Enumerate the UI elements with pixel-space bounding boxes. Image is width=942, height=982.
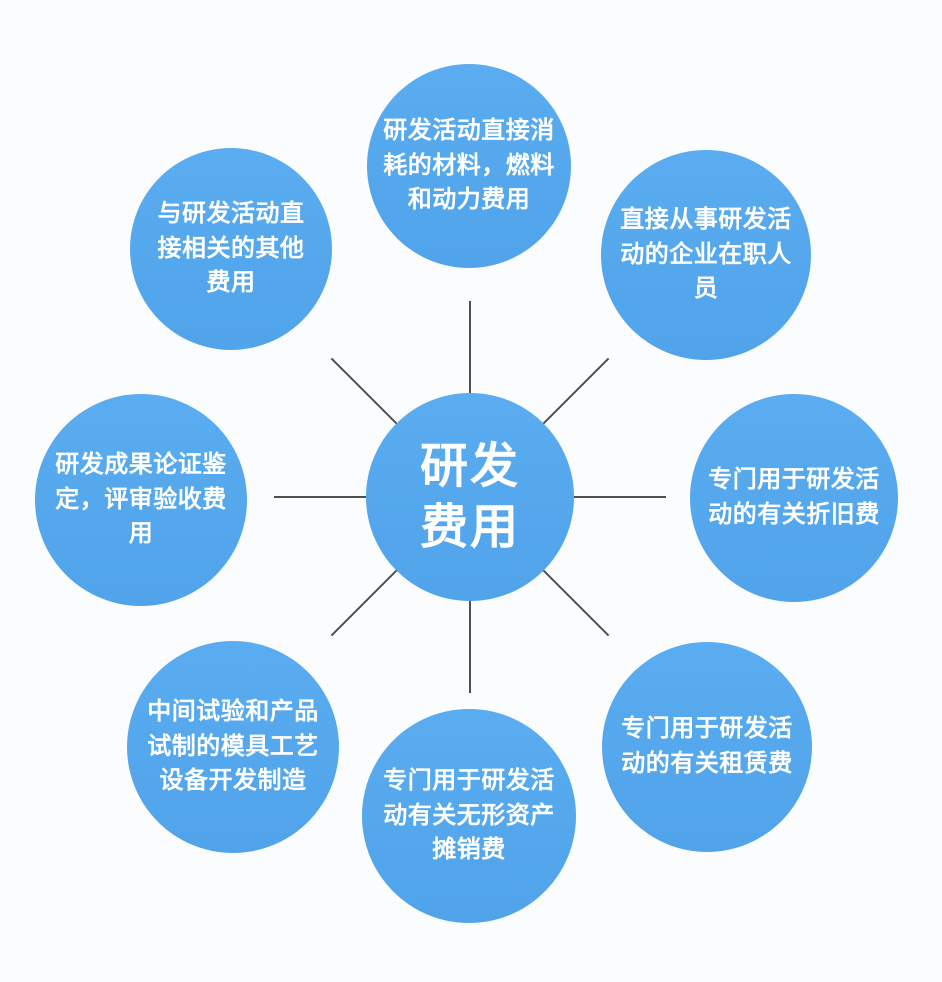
- node-label: 专门用于研发活 动的有关租赁费: [621, 715, 793, 777]
- node-label: 直接从事研发活 动的企业在职人 员: [620, 205, 792, 303]
- node-label: 研发活动直接消 耗的材料，燃料 和动力费用: [383, 116, 555, 214]
- node-in-service-personnel: 直接从事研发活 动的企业在职人 员: [601, 150, 811, 360]
- node-label: 专门用于研发活 动有关无形资产 摊销费: [383, 766, 555, 864]
- node-direct-materials-fuel-power: 研发活动直接消 耗的材料，燃料 和动力费用: [367, 64, 571, 268]
- node-results-appraisal-acceptance: 研发成果论证鉴 定，评审验收费 用: [35, 394, 247, 606]
- node-rental-fees: 专门用于研发活 动的有关租赁费: [602, 642, 812, 852]
- node-label: 与研发活动直 接相关的其他 费用: [157, 199, 305, 297]
- center-node-label: 研发 费用: [419, 439, 520, 554]
- center-node-rd-expenses: 研发 费用: [366, 393, 574, 601]
- node-depreciation-fees: 专门用于研发活 动的有关折旧费: [690, 394, 898, 602]
- node-pilot-test-molds-equipment: 中间试验和产品 试制的模具工艺 设备开发制造: [127, 641, 339, 853]
- node-intangible-asset-amortization: 专门用于研发活 动有关无形资产 摊销费: [362, 709, 576, 923]
- node-label: 专门用于研发活 动的有关折旧费: [708, 466, 880, 528]
- node-label: 研发成果论证鉴 定，评审验收费 用: [55, 450, 227, 548]
- node-label: 中间试验和产品 试制的模具工艺 设备开发制造: [147, 697, 319, 795]
- node-other-related-expenses: 与研发活动直 接相关的其他 费用: [130, 148, 332, 350]
